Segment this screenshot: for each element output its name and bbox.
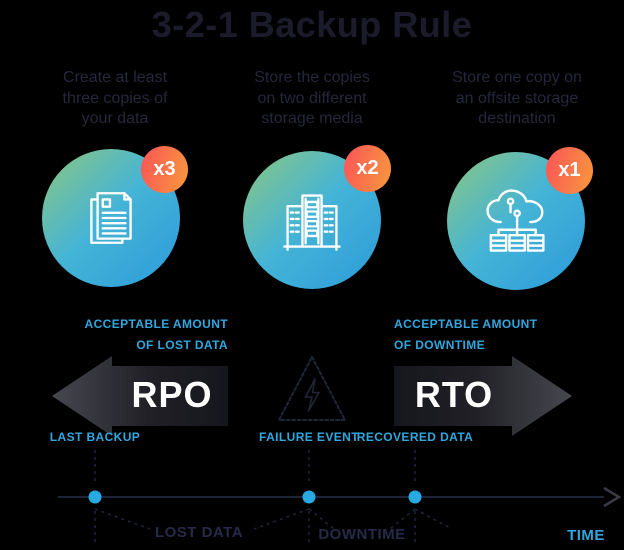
rto-caption-line: ACCEPTABLE AMOUNT <box>394 317 538 331</box>
step-2-description-line: storage media <box>261 110 363 127</box>
step-2-description: Store the copies on two different storag… <box>229 68 395 130</box>
recovered-data-dot <box>408 490 422 504</box>
time-axis-label: TIME <box>567 527 605 544</box>
servers-icon <box>283 194 341 251</box>
timeline <box>58 450 622 545</box>
rpo-caption: ACCEPTABLE AMOUNT OF LOST DATA <box>60 314 228 356</box>
step-1-description: Create at least three copies of your dat… <box>32 68 198 130</box>
lost-data-label: LOST DATA <box>154 524 244 541</box>
rto-caption: ACCEPTABLE AMOUNT OF DOWNTIME <box>394 314 584 356</box>
step-1-description-line: your data <box>81 110 149 127</box>
recovered-data-label: RECOVERED DATA <box>356 430 474 444</box>
rto-caption-line: OF DOWNTIME <box>394 338 486 352</box>
rpo-caption-line: OF LOST DATA <box>136 338 228 352</box>
step-3-description-line: destination <box>478 110 556 127</box>
rto-arrow <box>394 356 572 436</box>
last-backup-dot <box>88 490 102 504</box>
page-title: 3-2-1 Backup Rule <box>151 4 473 45</box>
step-3-description: Store one copy on an offsite storage des… <box>434 68 600 130</box>
rto-label: RTO <box>414 374 494 415</box>
step-2-count-badge: x2 <box>344 145 391 192</box>
timeline-guide-lines <box>94 450 453 545</box>
cloud-storage-icon <box>486 189 545 252</box>
step-1-count-badge: x3 <box>141 146 188 193</box>
time-axis-arrowhead-icon <box>603 486 622 508</box>
failure-event-label: FAILURE EVENT <box>259 430 359 444</box>
step-3-count-badge: x1 <box>546 147 593 194</box>
rpo-arrow <box>52 356 228 436</box>
rpo-label: RPO <box>131 374 213 415</box>
step-2-description-line: Store the copies <box>254 69 370 86</box>
downtime-label: DOWNTIME <box>318 526 406 543</box>
step-1-description-line: Create at least <box>62 69 168 86</box>
rpo-caption-line: ACCEPTABLE AMOUNT <box>84 317 228 331</box>
documents-icon <box>90 192 132 244</box>
step-3-description-line: an offsite storage <box>455 89 579 107</box>
failure-event-dot <box>302 490 316 504</box>
warning-lightning-icon <box>278 356 346 421</box>
last-backup-label: LAST BACKUP <box>49 430 141 444</box>
step-3-description-line: Store one copy on <box>452 69 582 86</box>
step-1-description-line: three copies of <box>62 89 168 107</box>
step-2-description-line: on two different <box>257 89 367 107</box>
